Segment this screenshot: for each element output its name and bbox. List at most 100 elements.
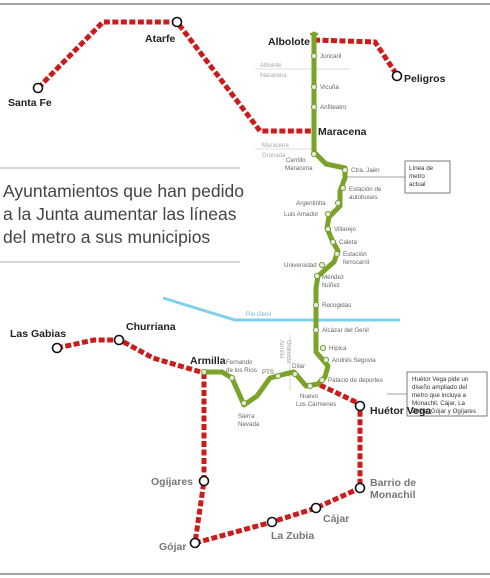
callout-huetor-2: diseño ampliado del bbox=[412, 384, 467, 391]
label-caleta: Caleta bbox=[339, 239, 357, 246]
label-palacio-deportes: Palacio de deportes bbox=[328, 377, 383, 384]
marker-gojar bbox=[189, 537, 201, 549]
label-atarfe: Atarfe bbox=[145, 33, 176, 45]
station-vicuna bbox=[310, 83, 318, 91]
station-argentinita bbox=[334, 199, 342, 207]
callout-metro-actual-box bbox=[404, 160, 451, 194]
station-andres-segovia bbox=[322, 356, 330, 364]
marker-atarfe bbox=[171, 16, 183, 28]
label-juncaril: Juncaril bbox=[320, 53, 341, 60]
label-cerrillo-2: Maracena bbox=[285, 165, 313, 172]
label-boundary-maracena-top: Maracena bbox=[260, 73, 287, 79]
label-boundary-granada: Granada bbox=[262, 153, 286, 159]
label-pts: PTS bbox=[262, 369, 274, 376]
label-armilla: Armilla bbox=[190, 355, 226, 367]
label-boundary-granada-v: Granada bbox=[285, 340, 291, 364]
metro-stations bbox=[200, 52, 349, 407]
station-fernando-rios bbox=[228, 374, 236, 382]
label-sierra-nevada-1: Sierra bbox=[238, 413, 255, 420]
callout-huetor-3: metro que incluya a bbox=[412, 392, 467, 399]
label-andres-segovia: Andrés Segovia bbox=[332, 357, 376, 364]
label-churriana: Churriana bbox=[126, 321, 176, 333]
label-fernando-rios-1: Fernando bbox=[226, 359, 253, 366]
label-villarejo: Villarejo bbox=[334, 226, 356, 233]
marker-huetor-vega bbox=[354, 400, 366, 412]
marker-la-zubia bbox=[266, 516, 278, 528]
label-fernando-rios-2: de los Ríos bbox=[226, 367, 257, 374]
label-nuevo-carmenes-1: Nuevo bbox=[300, 393, 318, 400]
label-mendez-nunez-1: Méndez bbox=[322, 274, 344, 281]
station-estacion-ferrocarril bbox=[333, 250, 341, 258]
marker-peligros bbox=[391, 70, 403, 82]
station-alcazar-genil bbox=[312, 326, 320, 334]
line-las-gabias-armilla bbox=[56, 337, 205, 376]
label-estacion-autobuses-2: autobuses bbox=[349, 194, 378, 201]
town-markers bbox=[32, 16, 403, 549]
label-boundary-albolote: Albolote bbox=[260, 63, 282, 69]
line-armilla-gojar bbox=[192, 373, 207, 544]
river-genil bbox=[162, 296, 400, 322]
station-pts bbox=[274, 372, 282, 380]
line-gojar-monachil bbox=[194, 485, 362, 546]
label-estacion-ferrocarril-1: Estación bbox=[343, 251, 367, 258]
station-anfiteatro bbox=[310, 103, 318, 111]
station-recogidas bbox=[312, 301, 320, 309]
callout-huetor-1: Huétor Vega pide un bbox=[412, 376, 469, 383]
label-mendez-nunez-2: Núñez bbox=[322, 282, 340, 289]
headline-line-3: del metro a sus municipios bbox=[3, 227, 210, 247]
label-universidad: Universidad bbox=[284, 262, 317, 269]
label-gojar: Gójar bbox=[159, 541, 186, 553]
label-cerrillo-1: Cerrillo bbox=[286, 157, 306, 164]
station-caleta bbox=[329, 238, 337, 246]
station-hipica bbox=[319, 344, 327, 352]
label-cajar: Cájar bbox=[323, 513, 349, 525]
label-argentinita: Argentinita bbox=[296, 200, 326, 207]
headline-line-2: a la Junta aumentar las líneas bbox=[3, 204, 237, 224]
marker-barrio-monachil bbox=[354, 482, 366, 494]
marker-churriana bbox=[113, 334, 125, 346]
label-recogidas: Recogidas bbox=[322, 302, 351, 309]
station-nuevo-los-carmenes bbox=[306, 382, 314, 390]
label-estacion-ferrocarril-2: ferrocarril bbox=[343, 259, 369, 266]
callout-metro-actual-2: metro bbox=[409, 173, 425, 180]
callout-metro-actual-3: actual bbox=[409, 181, 426, 188]
label-maracena: Maracena bbox=[318, 126, 367, 138]
label-alcazar-genil: Alcázar del Genil bbox=[322, 327, 369, 334]
label-barrio-monachil-1: Barrio de bbox=[370, 477, 416, 489]
station-mendez-nunez bbox=[313, 272, 321, 280]
label-ogijares: Ogíjares bbox=[151, 476, 193, 488]
label-vicuna: Vicuña bbox=[320, 84, 339, 91]
label-boundary-maracena-bottom: Maracena bbox=[262, 143, 289, 149]
headline-line-1: Ayuntamientos que han pedido bbox=[3, 181, 244, 201]
label-albolote: Albolote bbox=[268, 36, 310, 48]
label-boundary-armilla-v: Armilla bbox=[278, 340, 284, 359]
station-cerrillo-maracena bbox=[310, 150, 318, 158]
station-dilar bbox=[291, 370, 299, 378]
label-barrio-monachil-2: Monachil bbox=[370, 489, 416, 501]
label-dilar: Dílar bbox=[292, 363, 305, 370]
station-palacio-deportes bbox=[318, 376, 326, 384]
callout-huetor-vega-box bbox=[406, 371, 488, 417]
label-estacion-autobuses-1: Estación de bbox=[349, 186, 382, 193]
line-albolote-peligros bbox=[313, 37, 400, 77]
label-santa-fe: Santa Fe bbox=[8, 97, 52, 109]
station-ctra-jaen bbox=[341, 166, 349, 174]
station-estacion-autobuses bbox=[339, 184, 347, 192]
marker-ogijares bbox=[198, 475, 210, 487]
label-rio-genil: Río Genil bbox=[246, 312, 271, 318]
label-luis-amador: Luis Amador bbox=[284, 211, 318, 218]
station-luis-amador bbox=[324, 210, 332, 218]
station-armilla-metro bbox=[200, 368, 208, 376]
label-ctra-jaen: Ctra. Jaén bbox=[351, 167, 380, 174]
proposal-lines bbox=[36, 19, 400, 546]
station-juncaril bbox=[310, 52, 318, 60]
label-sierra-nevada-2: Nevada bbox=[238, 421, 260, 428]
callout-huetor-4: Monachil, Cájar, La bbox=[412, 400, 466, 407]
label-hipica: Hípica bbox=[329, 345, 347, 352]
callout-metro-actual-1: Línea de bbox=[409, 165, 434, 172]
label-nuevo-carmenes-2: Los Cármenes bbox=[296, 401, 336, 408]
station-universidad bbox=[318, 261, 326, 269]
station-villarejo bbox=[324, 225, 332, 233]
label-las-gabias: Las Gabias bbox=[10, 328, 66, 340]
